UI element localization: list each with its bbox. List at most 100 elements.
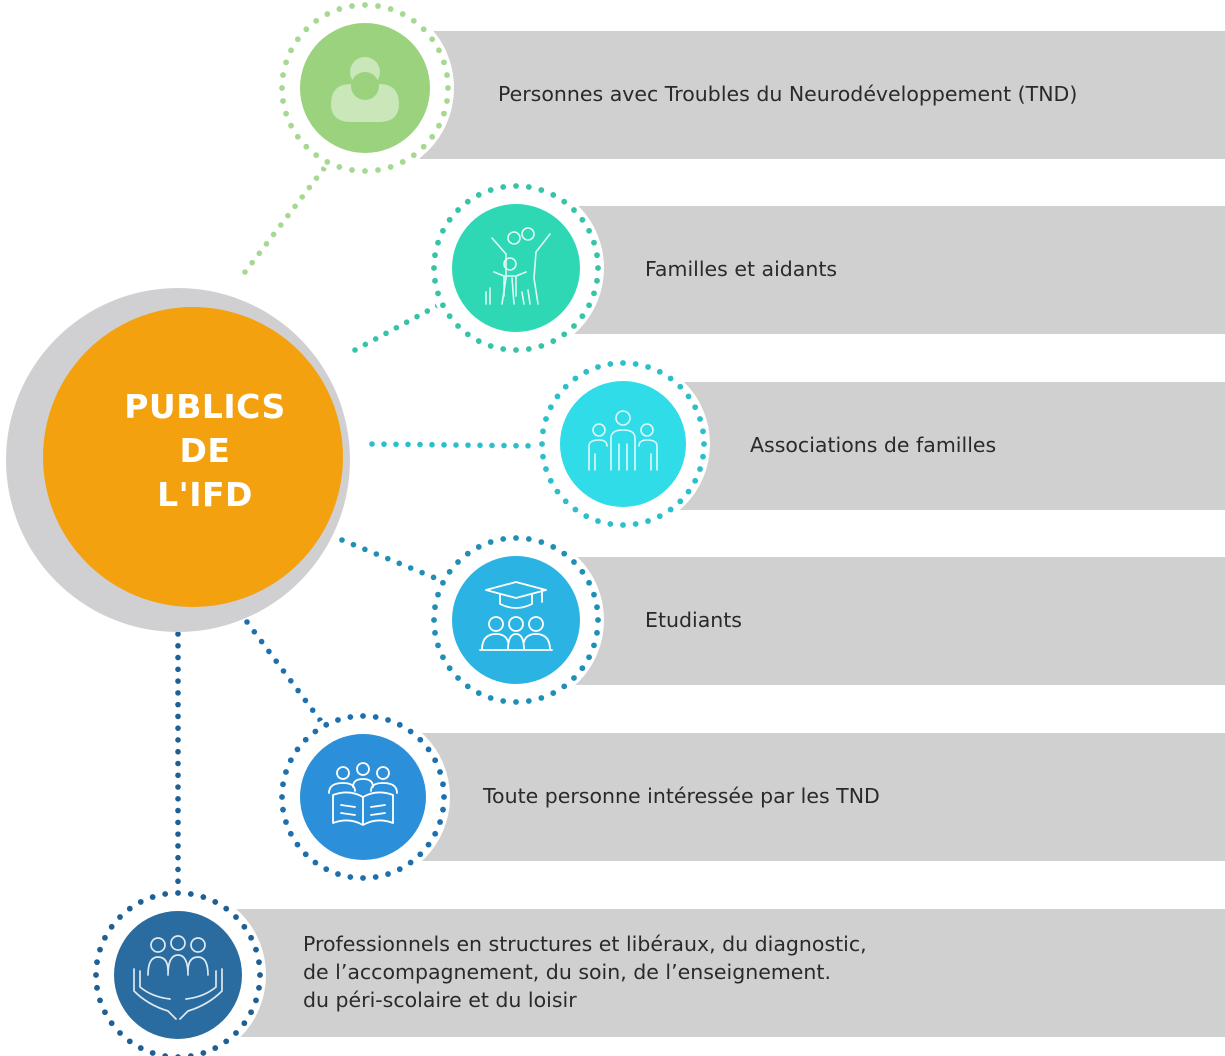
connector-dot [273, 658, 280, 664]
ring-dot [432, 830, 439, 837]
ring-dot [525, 698, 532, 704]
ring-dot [692, 404, 699, 411]
ring-dot [335, 871, 341, 877]
connector-dot [396, 560, 403, 567]
ring-dot [697, 416, 703, 422]
ring-dot [375, 167, 381, 173]
ring-dot [256, 984, 262, 991]
connector-dot [501, 442, 507, 449]
ring-dot [280, 806, 286, 813]
ring-dot [324, 159, 331, 165]
connector-dot [369, 441, 375, 447]
ring-dot [97, 946, 103, 953]
ring-dot [446, 313, 453, 320]
ring-dot [440, 579, 446, 586]
ring-dot [445, 85, 451, 91]
item-bar-4: Etudiants [572, 557, 1225, 685]
connector-dot [477, 442, 483, 449]
ring-dot [464, 683, 471, 690]
ring-dot [102, 1009, 108, 1016]
connector-dot [417, 441, 423, 448]
ring-dot [620, 522, 626, 528]
ring-dot [437, 769, 443, 775]
ring-dot [656, 368, 663, 375]
ring-dot [500, 346, 507, 352]
ring-dot [435, 642, 441, 649]
connector-dot [270, 231, 277, 238]
ring-dot [554, 488, 561, 495]
connector-dot [313, 175, 320, 181]
ring-dot [294, 36, 301, 43]
ring-dot [595, 265, 601, 271]
connector-dot [280, 668, 287, 674]
ring-dot [441, 794, 447, 800]
ring-dot [294, 841, 301, 848]
ring-dot [324, 11, 331, 17]
ring-dot [425, 746, 432, 753]
ring-dot [525, 184, 532, 190]
ring-dot [487, 343, 494, 349]
connector-dot [175, 713, 181, 720]
ring-dot [102, 934, 108, 941]
ring-dot [455, 675, 461, 681]
connector-dot [384, 555, 391, 562]
connector-dot [242, 269, 248, 275]
ring-dot [595, 617, 601, 623]
connector-dot [175, 819, 181, 826]
ring-dot [645, 364, 651, 370]
ring-dot [162, 891, 169, 897]
ring-dot [656, 513, 663, 520]
connector-dot [352, 347, 358, 353]
ring-dot [444, 72, 450, 78]
ring-dot [312, 728, 319, 735]
connector-dot [441, 442, 447, 448]
ring-dot [440, 781, 446, 788]
ring-dot [137, 899, 144, 905]
person-icon [331, 57, 399, 122]
ring-dot [200, 1050, 207, 1056]
connector-dot [175, 642, 181, 649]
ring-dot [223, 1038, 230, 1045]
ring-dot [212, 899, 219, 905]
ring-dot [455, 207, 461, 213]
item-label-2: Familles et aidants [645, 257, 838, 282]
connector-dot [175, 748, 181, 755]
connector-dot [175, 843, 181, 849]
ring-dot [700, 453, 706, 460]
ring-dot [436, 47, 442, 54]
ring-dot [372, 714, 379, 720]
ring-dot [591, 239, 597, 246]
connector-dot [430, 574, 437, 581]
center-circle [43, 307, 343, 607]
ring-dot [279, 85, 285, 91]
ring-dot [543, 466, 549, 472]
connector-dot [362, 341, 369, 348]
ring-dot [475, 690, 482, 696]
family-icon [485, 227, 551, 305]
ring-dot [399, 11, 406, 17]
connector-dot [175, 784, 181, 790]
ring-dot [257, 972, 263, 978]
connector-dot [256, 250, 263, 257]
connector-dot [277, 222, 284, 228]
ring-dot [550, 544, 557, 550]
ring-dot [591, 642, 597, 649]
ring-dot [417, 736, 424, 743]
ring-dot [283, 819, 289, 825]
connector-dot [405, 441, 411, 448]
ring-dot [547, 477, 554, 484]
ring-dot [667, 506, 674, 513]
ring-dot [513, 183, 519, 189]
item-label-4: Etudiants [645, 608, 742, 633]
ring-dot [539, 441, 545, 447]
connector-dot [393, 324, 400, 331]
ring-dot [571, 207, 577, 213]
connector-dot [175, 854, 181, 861]
ring-dot [97, 997, 103, 1004]
connector-dot [465, 442, 471, 448]
connector-dot [175, 807, 181, 814]
ring-dot [543, 416, 549, 422]
ring-dot [697, 466, 703, 472]
connector-dot [350, 541, 357, 548]
ring-dot [464, 198, 471, 205]
